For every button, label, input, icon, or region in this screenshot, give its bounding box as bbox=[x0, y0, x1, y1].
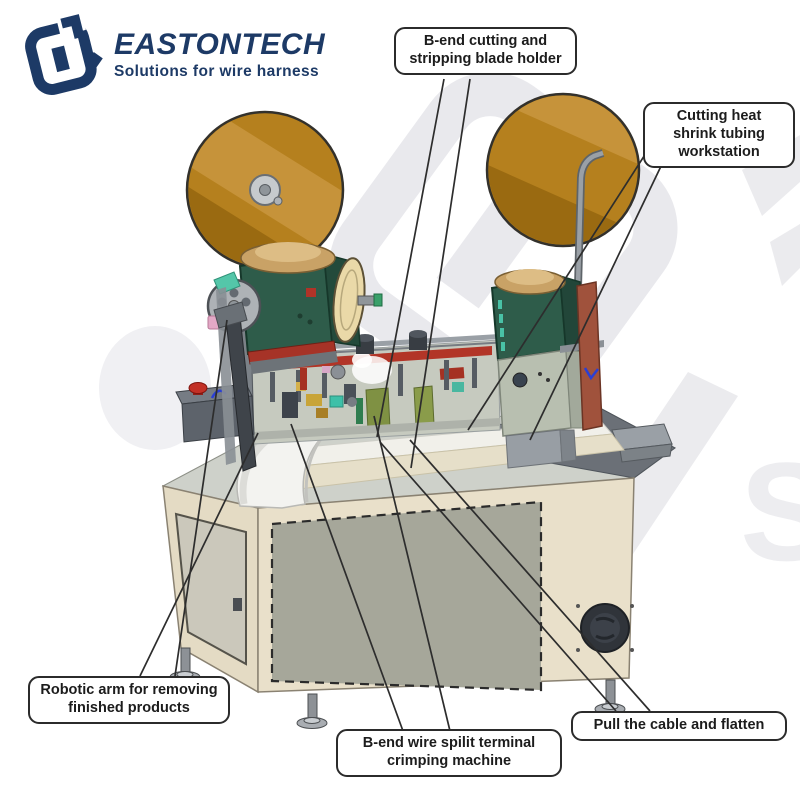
brand-tagline: Solutions for wire harness bbox=[114, 63, 320, 81]
brick-panel bbox=[576, 281, 603, 431]
heat-shrink-press-right bbox=[490, 269, 604, 469]
robotic-arm-rail bbox=[213, 287, 257, 472]
brand-name: EASTONTECH bbox=[114, 28, 326, 62]
front-door bbox=[270, 500, 543, 692]
cabinet bbox=[162, 477, 635, 729]
leader-robotic-arm-1 bbox=[139, 432, 259, 677]
callout-blade-holder: B-end cutting and stripping blade holder bbox=[394, 27, 577, 75]
leader-lines bbox=[139, 78, 664, 732]
leader-blade-holder-1 bbox=[376, 78, 445, 438]
guide-pole bbox=[570, 149, 605, 433]
leader-heat-shrink-1 bbox=[467, 149, 649, 431]
leader-crimping-1 bbox=[290, 423, 404, 732]
wire-reel-right bbox=[485, 92, 641, 248]
leader-heat-shrink-2 bbox=[529, 161, 664, 441]
leader-pull-flatten-1 bbox=[379, 441, 617, 712]
callout-pull-flatten: Pull the cable and flatten bbox=[571, 711, 787, 741]
vent-fan bbox=[576, 603, 634, 653]
assembly-frame bbox=[239, 297, 509, 445]
brand-logo: EASTONTECH Solutions for wire harness bbox=[24, 12, 325, 98]
leader-robotic-arm-2 bbox=[174, 319, 228, 677]
emergency-stop bbox=[175, 382, 255, 443]
brand-logo-icon bbox=[25, 12, 103, 95]
callout-robotic-arm: Robotic arm for removing finished produc… bbox=[28, 676, 230, 724]
leader-pull-flatten-2 bbox=[409, 439, 651, 712]
svg-text:S: S bbox=[740, 433, 800, 590]
leader-blade-holder-2 bbox=[410, 78, 471, 469]
door-latch bbox=[233, 598, 242, 611]
callout-crimping: B-end wire spilit terminal crimping mach… bbox=[336, 729, 562, 777]
callout-heat-shrink: Cutting heat shrink tubing workstation bbox=[643, 102, 795, 168]
leader-crimping-2 bbox=[373, 415, 451, 732]
stop-button bbox=[188, 382, 208, 394]
